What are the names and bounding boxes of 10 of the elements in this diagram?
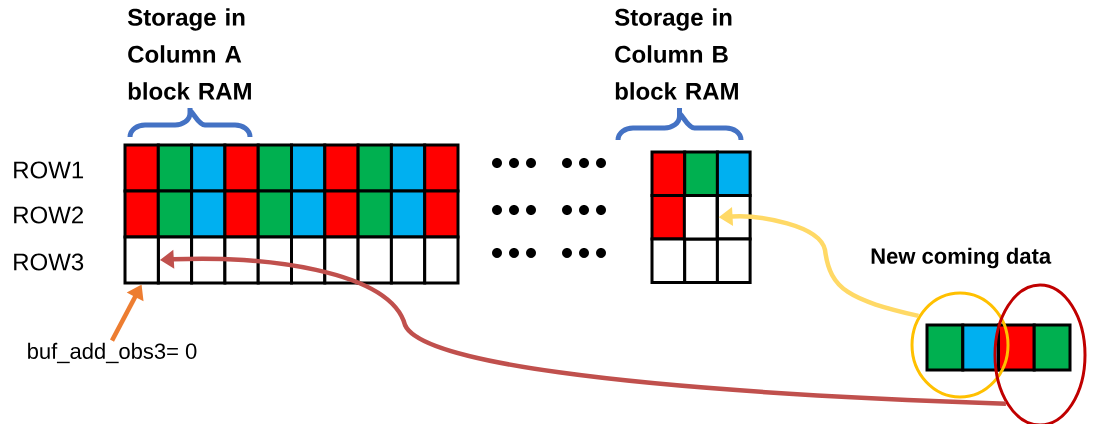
heading: Storage in Column A block RAM	[127, 8, 251, 100]
highlight-ellipse	[910, 291, 1010, 399]
row-label: ROW3	[14, 253, 84, 271]
text-label: New coming data	[871, 247, 1052, 269]
memory-cell	[123, 235, 160, 285]
row-label: ROW1	[14, 161, 84, 179]
memory-cell	[682, 194, 719, 241]
text-label: buf_add_obs3= 0	[28, 342, 197, 364]
heading: Storage in Column B block RAM	[614, 8, 738, 100]
row-label: ROW2	[14, 206, 83, 224]
